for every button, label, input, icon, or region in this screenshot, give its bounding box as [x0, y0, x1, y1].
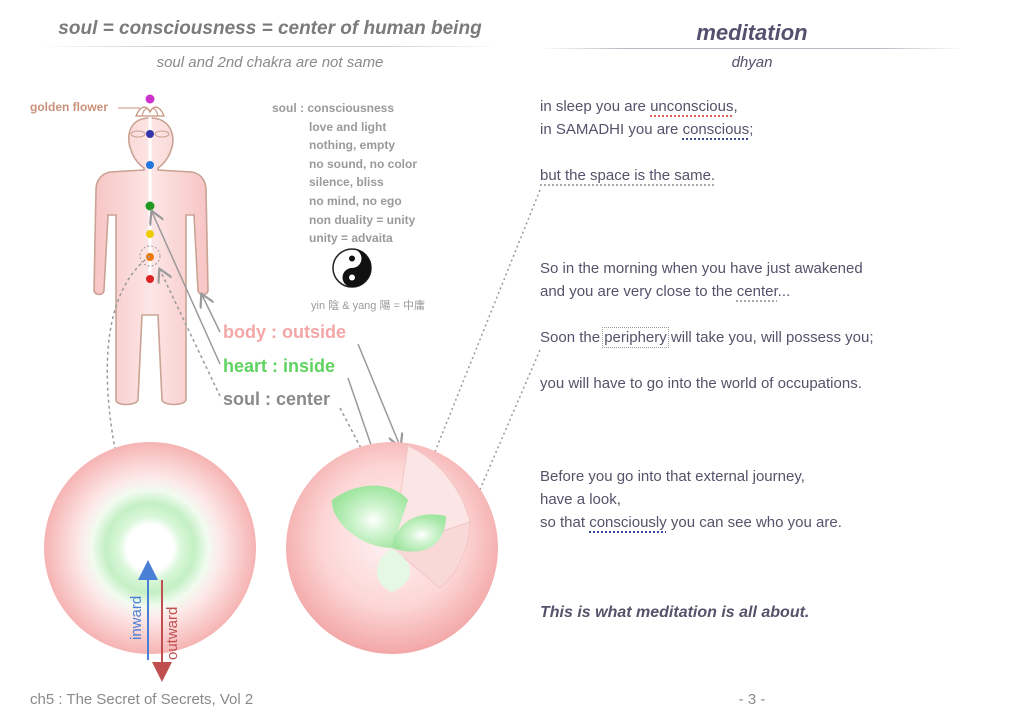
paragraph-external-journey: Before you go into that external journey…: [540, 465, 842, 534]
direction-arrows: [138, 560, 172, 682]
outward-label: outward: [164, 606, 181, 660]
text-line: So in the morning when you have just awa…: [540, 260, 863, 277]
soul-list-item: no sound, no color: [309, 156, 417, 171]
sphere-diagram: [286, 442, 498, 654]
solar-chakra-dot: [146, 230, 154, 238]
conscious-word: conscious: [682, 121, 750, 138]
third-eye-chakra-dot: [146, 130, 154, 138]
right-title-divider: [540, 48, 964, 49]
footer-chapter: ch5 : The Secret of Secrets, Vol 2: [30, 691, 254, 708]
text-run: ...: [777, 283, 791, 300]
yin-yang-icon: [332, 248, 372, 288]
soul-list-item: unity = advaita: [309, 231, 393, 246]
text-run: you can see who you are.: [666, 514, 842, 531]
sacral-chakra-dot: [146, 253, 154, 261]
text-run: in sleep you are: [540, 98, 651, 115]
paragraph-morning: So in the morning when you have just awa…: [540, 257, 863, 303]
left-title-divider: [40, 46, 500, 47]
right-page-subtitle: dhyan: [731, 54, 773, 71]
soul-list-head: soul : consciousness: [272, 101, 395, 115]
left-page-title: soul = consciousness = center of human b…: [58, 18, 482, 39]
human-figure: [93, 100, 209, 406]
text-run: so that: [540, 514, 590, 531]
paragraph-space-same: but the space is the same.: [540, 164, 715, 187]
golden-flower-label: golden flower: [30, 100, 108, 114]
paragraph-periphery: Soon the periphery will take you, will p…: [540, 326, 874, 349]
text-run: ,: [733, 98, 738, 115]
soul-list-item: silence, bliss: [309, 175, 384, 190]
donut-diagram: [44, 442, 256, 654]
text-line: have a look,: [540, 491, 621, 508]
text-run: will take you, will possess you;: [666, 329, 874, 346]
soul-attributes-list: soul : consciousness love and light noth…: [272, 99, 417, 248]
heart-inside-label: heart : inside: [223, 356, 336, 376]
heart-chakra-dot: [145, 201, 155, 211]
soul-center-label: soul : center: [223, 389, 331, 409]
throat-chakra-dot: [146, 161, 154, 169]
yin-yang-caption: yin 陰 & yang 陽 = 中庸: [311, 300, 426, 312]
soul-list-item: nothing, empty: [309, 138, 395, 153]
soul-center-ring: [139, 245, 161, 267]
periphery-word: periphery: [602, 327, 669, 348]
body-outside-label: body : outside: [223, 322, 346, 342]
crown-chakra-dot: [145, 94, 155, 104]
soul-list-item: no mind, no ego: [309, 193, 402, 208]
space-same-text: but the space is the same.: [540, 167, 716, 184]
right-page-title: meditation: [696, 20, 808, 45]
root-chakra-dot: [146, 275, 154, 283]
inward-label: inward: [128, 595, 145, 640]
text-run: ;: [749, 121, 754, 138]
text-line: Before you go into that external journey…: [540, 468, 805, 485]
left-page-subtitle: soul and 2nd chakra are not same: [156, 54, 384, 71]
soul-list-item: non duality = unity: [309, 212, 416, 227]
paragraph-occupations: you will have to go into the world of oc…: [540, 375, 862, 392]
paragraph-sleep-samadhi: in sleep you are unconscious, in SAMADHI…: [540, 95, 753, 141]
consciously-word: consciously: [589, 514, 667, 531]
text-run: Soon the: [540, 329, 605, 346]
text-run: and you are very close to the: [540, 283, 737, 300]
closing-statement: This is what meditation is all about.: [540, 604, 810, 621]
soul-list-item: love and light: [309, 119, 387, 134]
center-word: center: [736, 283, 778, 300]
text-run: in SAMADHI you are: [540, 121, 683, 138]
chakra-points: [139, 94, 161, 283]
unconscious-word: unconscious: [650, 98, 734, 115]
page-number: - 3 -: [738, 691, 766, 708]
